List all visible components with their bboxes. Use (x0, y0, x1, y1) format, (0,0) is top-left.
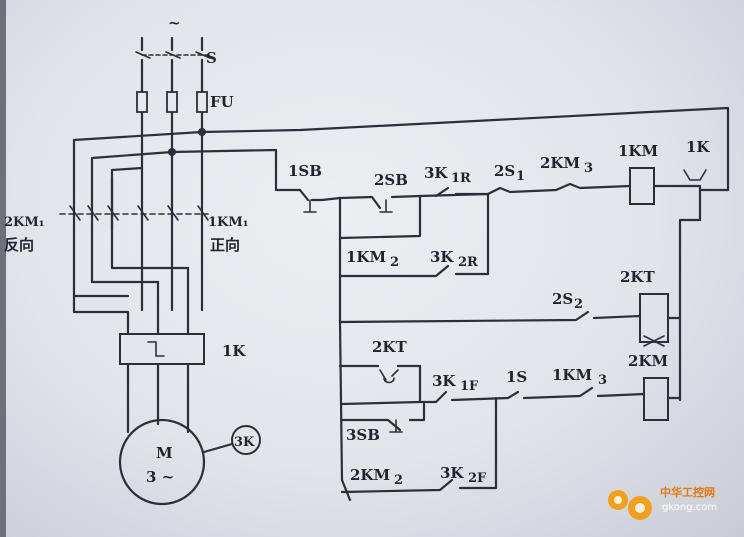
contactor-2km1-label: 2KM₁ (4, 215, 44, 230)
label-3k2r: 3K (430, 248, 454, 266)
label-1km2-sub: 2 (390, 255, 399, 270)
label-2km3: 2KM (540, 154, 580, 172)
label-1km2: 1KM (346, 248, 386, 266)
thermal-label: 1K (222, 342, 246, 360)
label-1k-contact: 1K (686, 138, 710, 156)
stop-button-1sb (298, 188, 342, 213)
forward-label: 正向 (210, 236, 240, 254)
main-switch-s (135, 36, 211, 222)
reverse-label: 反向 (4, 236, 34, 254)
motor-m (118, 418, 261, 506)
contactor-1km1-label: 1KM₁ (208, 215, 248, 230)
label-1km3-sub: 3 (598, 373, 607, 388)
label-1km3: 1KM (552, 366, 592, 384)
label-1s: 1S (506, 368, 527, 386)
label-1km-coil: 1KM (618, 142, 658, 160)
label-3sb: 3SB (346, 426, 380, 444)
label-2km3-sub: 3 (584, 161, 593, 176)
label-2kt-contact: 2KT (372, 338, 407, 356)
motor-sub-label: 3 ~ (146, 468, 174, 486)
label-3k2r-sub: 2R (458, 255, 478, 270)
coil-2kt (639, 293, 669, 343)
label-2sb: 2SB (374, 171, 408, 189)
watermark-logo (608, 490, 652, 520)
ac-symbol: ~ (168, 14, 181, 32)
label-3k1f-sub: 1F (460, 379, 479, 394)
label-3k1f: 3K (432, 372, 456, 390)
coil-2km (643, 377, 669, 421)
label-3k2f-sub: 2F (468, 471, 487, 486)
label-2kt: 2KT (620, 268, 655, 286)
label-2s1: 2S (494, 162, 515, 180)
label-1sb: 1SB (288, 162, 322, 180)
label-2km-coil: 2KM (628, 352, 668, 370)
label-2km2: 2KM (350, 466, 390, 484)
thermal-relay-1k (119, 328, 205, 434)
label-2km2-sub: 2 (394, 473, 403, 488)
watermark-site-en: gkong.com (662, 502, 717, 513)
motor-label: M (156, 444, 173, 462)
label-3k1r-sub: 1R (451, 171, 471, 186)
switch-label: S (206, 49, 217, 67)
power-contactors (59, 205, 209, 332)
tachogenerator-label: 3K (234, 435, 255, 450)
label-3k1r: 3K (424, 164, 448, 182)
fuse-label: FU (210, 93, 234, 111)
label-2s2: 2S (552, 290, 573, 308)
label-2s2-sub: 2 (574, 297, 583, 312)
coil-1km (629, 167, 655, 205)
label-2s1-sub: 1 (516, 169, 525, 184)
watermark-site-cn: 中华工控网 (660, 485, 715, 499)
fuses-fu (136, 91, 208, 113)
label-3k2f: 3K (440, 464, 464, 482)
